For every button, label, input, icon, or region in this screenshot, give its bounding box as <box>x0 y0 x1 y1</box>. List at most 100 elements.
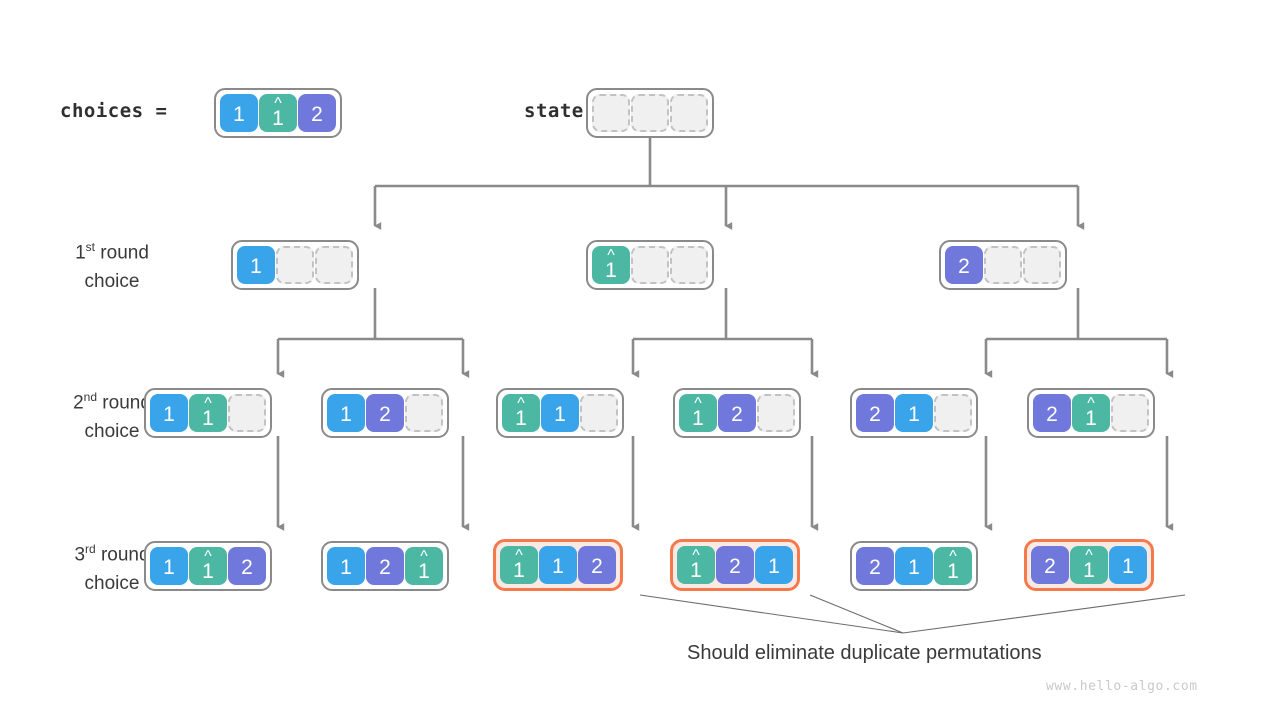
level2-node-5-cell-2 <box>1111 394 1149 432</box>
level3-node-4-cell-2: ^1 <box>934 547 972 585</box>
watermark: www.hello-algo.com <box>1046 679 1198 694</box>
round-word: round <box>95 242 149 264</box>
level1-node-0: 1 <box>231 240 359 290</box>
level1-node-2-cell-0: 2 <box>945 246 983 284</box>
state-cell-2 <box>670 94 708 132</box>
annotation-text: Should eliminate duplicate permutations <box>687 642 1042 664</box>
level1-node-0-cell-1 <box>276 246 314 284</box>
level1-node-1-cell-1 <box>631 246 669 284</box>
round-ordinal: 2 <box>73 392 84 414</box>
level1-node-2-cell-1 <box>984 246 1022 284</box>
hat-accent-icon: ^ <box>204 395 212 412</box>
cell-value: 1 <box>340 402 352 426</box>
level1-node-0-cell-2 <box>315 246 353 284</box>
level1-node-1-cell-2 <box>670 246 708 284</box>
cell-value: 1 <box>690 558 702 582</box>
cell-value: 1 <box>418 559 430 583</box>
level3-node-5-cell-2: 1 <box>1109 546 1147 584</box>
cell-value: 2 <box>591 554 603 578</box>
level2-node-1-cell-2 <box>405 394 443 432</box>
round-ordinal: 1 <box>75 242 86 264</box>
hat-accent-icon: ^ <box>694 395 702 412</box>
round-word: round <box>95 544 150 566</box>
cell-value: 1 <box>768 554 780 578</box>
level3-node-3-cell-1: 2 <box>716 546 754 584</box>
annotation-leaders <box>639 594 1186 634</box>
leader-from-dup-1 <box>639 594 904 634</box>
choices-array: 1 ^ 1 2 <box>214 88 342 138</box>
hat-accent-icon: ^ <box>274 95 282 112</box>
cell-value: 2 <box>1044 554 1056 578</box>
level1-node-2: 2 <box>939 240 1067 290</box>
cell-value: 2 <box>311 102 323 126</box>
level3-node-0-cell-1: ^1 <box>189 547 227 585</box>
cell-value: 1 <box>513 558 525 582</box>
level2-node-0-cell-1: ^1 <box>189 394 227 432</box>
hat-accent-icon: ^ <box>515 547 523 564</box>
cell-value: 1 <box>605 258 617 282</box>
cell-value: 1 <box>1083 558 1095 582</box>
cell-value: 1 <box>250 254 262 278</box>
state-cell-1 <box>631 94 669 132</box>
level3-node-5-cell-0: 2 <box>1031 546 1069 584</box>
cell-value: 1 <box>202 406 214 430</box>
cell-value: 1 <box>272 106 284 130</box>
state-array-root <box>586 88 714 138</box>
cell-value: 1 <box>552 554 564 578</box>
level3-node-1-cell-2: ^1 <box>405 547 443 585</box>
row-label-round-1: 1st round choice <box>27 233 197 296</box>
cell-value: 1 <box>233 102 245 126</box>
level2-node-0-cell-2 <box>228 394 266 432</box>
level3-node-1-cell-0: 1 <box>327 547 365 585</box>
hat-accent-icon: ^ <box>949 548 957 565</box>
cell-value: 1 <box>947 559 959 583</box>
level2-node-4-cell-1: 1 <box>895 394 933 432</box>
hat-accent-icon: ^ <box>692 547 700 564</box>
leader-from-dup-3 <box>902 594 1186 634</box>
row-label-round-3: 3rd round choice <box>27 535 197 598</box>
level3-node-0-cell-0: 1 <box>150 547 188 585</box>
cell-value: 2 <box>1046 402 1058 426</box>
round-suffix: rd <box>85 542 96 556</box>
cell-value: 1 <box>340 555 352 579</box>
cell-value: 1 <box>515 406 527 430</box>
choices-cell-2: 2 <box>298 94 336 132</box>
level1-node-1-cell-0: ^1 <box>592 246 630 284</box>
round-ordinal: 3 <box>74 544 86 566</box>
hat-accent-icon: ^ <box>517 395 525 412</box>
level3-node-2-cell-0: ^1 <box>500 546 538 584</box>
level2-node-5: 2^1 <box>1027 388 1155 438</box>
level3-node-2-cell-1: 1 <box>539 546 577 584</box>
level2-node-4-cell-2 <box>934 394 972 432</box>
round-word: round <box>97 392 151 414</box>
hat-accent-icon: ^ <box>607 247 615 264</box>
level2-node-0-cell-0: 1 <box>150 394 188 432</box>
level3-node-4-cell-1: 1 <box>895 547 933 585</box>
cell-value: 1 <box>1122 554 1134 578</box>
level1-node-1: ^1 <box>586 240 714 290</box>
round-line2: choice <box>84 271 140 293</box>
row-label-round-2: 2nd round choice <box>27 383 197 446</box>
level2-node-0: 1^1 <box>144 388 272 438</box>
cell-value: 1 <box>908 402 920 426</box>
level2-node-3-cell-0: ^1 <box>679 394 717 432</box>
level2-node-2-cell-0: ^1 <box>502 394 540 432</box>
level1-node-2-cell-2 <box>1023 246 1061 284</box>
hat-accent-icon: ^ <box>204 548 212 565</box>
hat-accent-icon: ^ <box>1085 547 1093 564</box>
level3-node-2-cell-2: 2 <box>578 546 616 584</box>
round-line2: choice <box>84 573 140 595</box>
cell-value: 2 <box>729 554 741 578</box>
cell-value: 1 <box>163 402 175 426</box>
